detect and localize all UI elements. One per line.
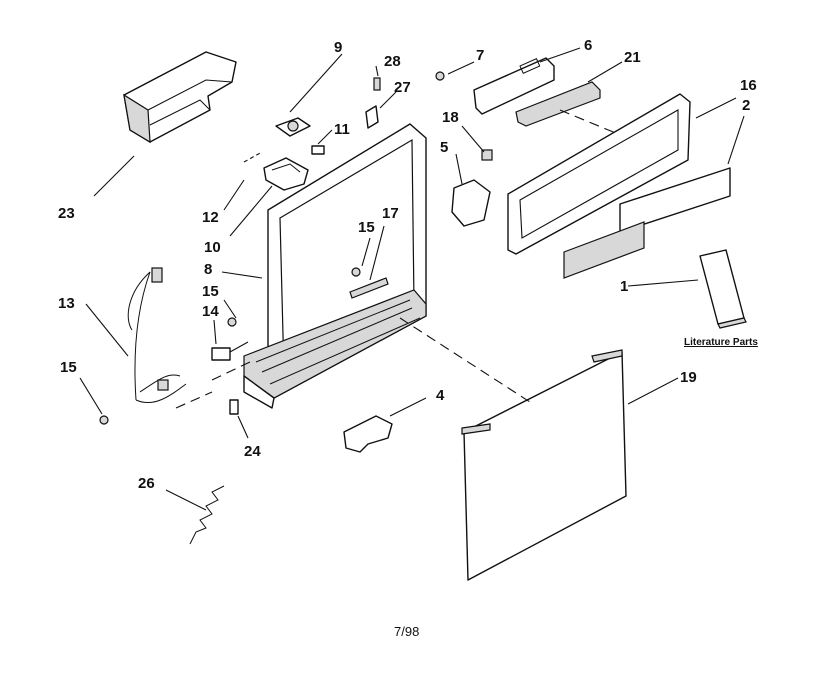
callout-12: 12 — [202, 209, 219, 226]
callout-28: 28 — [384, 53, 401, 70]
part-24-clip — [229, 399, 239, 415]
callout-15-center: 15 — [358, 219, 375, 236]
part-27-clip — [365, 105, 379, 129]
callout-7: 7 — [476, 47, 484, 64]
part-11-switch — [311, 145, 325, 155]
part-4-hinge-bracket — [343, 415, 393, 453]
callout-16: 16 — [740, 77, 757, 94]
part-18-knob — [481, 149, 493, 161]
part-26-door-spring — [189, 485, 225, 545]
callout-17: 17 — [382, 205, 399, 222]
callout-15-left: 15 — [202, 283, 219, 300]
callout-1: 1 — [620, 278, 628, 295]
part-13-wire-harness — [127, 267, 187, 404]
callout-18: 18 — [442, 109, 459, 126]
part-15-screw-left — [227, 317, 237, 327]
callout-8: 8 — [204, 261, 212, 278]
callout-5: 5 — [440, 139, 448, 156]
callout-26: 26 — [138, 475, 155, 492]
leader-lines — [79, 47, 745, 511]
callout-10: 10 — [204, 239, 221, 256]
date-code: 7/98 — [394, 624, 419, 639]
callout-13: 13 — [58, 295, 75, 312]
part-15-screw-center — [351, 267, 361, 277]
part-16-console — [507, 93, 691, 255]
part-17-strip — [349, 277, 389, 299]
part-1-insulation-strip — [563, 221, 645, 279]
callout-14: 14 — [202, 303, 219, 320]
callout-11: 11 — [334, 121, 350, 138]
callout-2: 2 — [742, 97, 750, 114]
callout-24: 24 — [244, 443, 261, 460]
part-12-pin — [243, 151, 263, 163]
part-19-outer-door — [461, 349, 627, 581]
part-10-latch-housing — [263, 157, 309, 191]
part-5-switch-assembly — [451, 179, 491, 227]
part-6-control-panel — [473, 57, 555, 115]
part-8-inner-door-frame — [243, 123, 427, 409]
callout-4: 4 — [436, 387, 445, 404]
callout-6: 6 — [584, 37, 592, 54]
literature-parts-label: Literature Parts — [684, 337, 758, 348]
callout-9: 9 — [334, 39, 342, 56]
part-7-screw — [435, 71, 445, 81]
part-9-latch — [275, 117, 311, 137]
callout-labels: 1 2 4 5 6 7 8 9 10 11 12 13 14 15 15 15 … — [58, 37, 758, 639]
part-14-sensor — [211, 341, 249, 361]
part-15-screw-bottom — [99, 415, 109, 425]
callout-21: 21 — [624, 49, 641, 66]
callout-27: 27 — [394, 79, 411, 96]
callout-19: 19 — [680, 369, 697, 386]
part-28-spring — [373, 77, 381, 91]
literature-parts-booklet — [699, 249, 747, 329]
assembly-dashed-lines — [175, 109, 619, 409]
part-2-console-front — [619, 167, 731, 233]
part-23-vent-cover — [123, 51, 237, 144]
part-21-button-panel — [515, 81, 601, 127]
callout-23: 23 — [58, 205, 75, 222]
callout-15-bottom: 15 — [60, 359, 77, 376]
